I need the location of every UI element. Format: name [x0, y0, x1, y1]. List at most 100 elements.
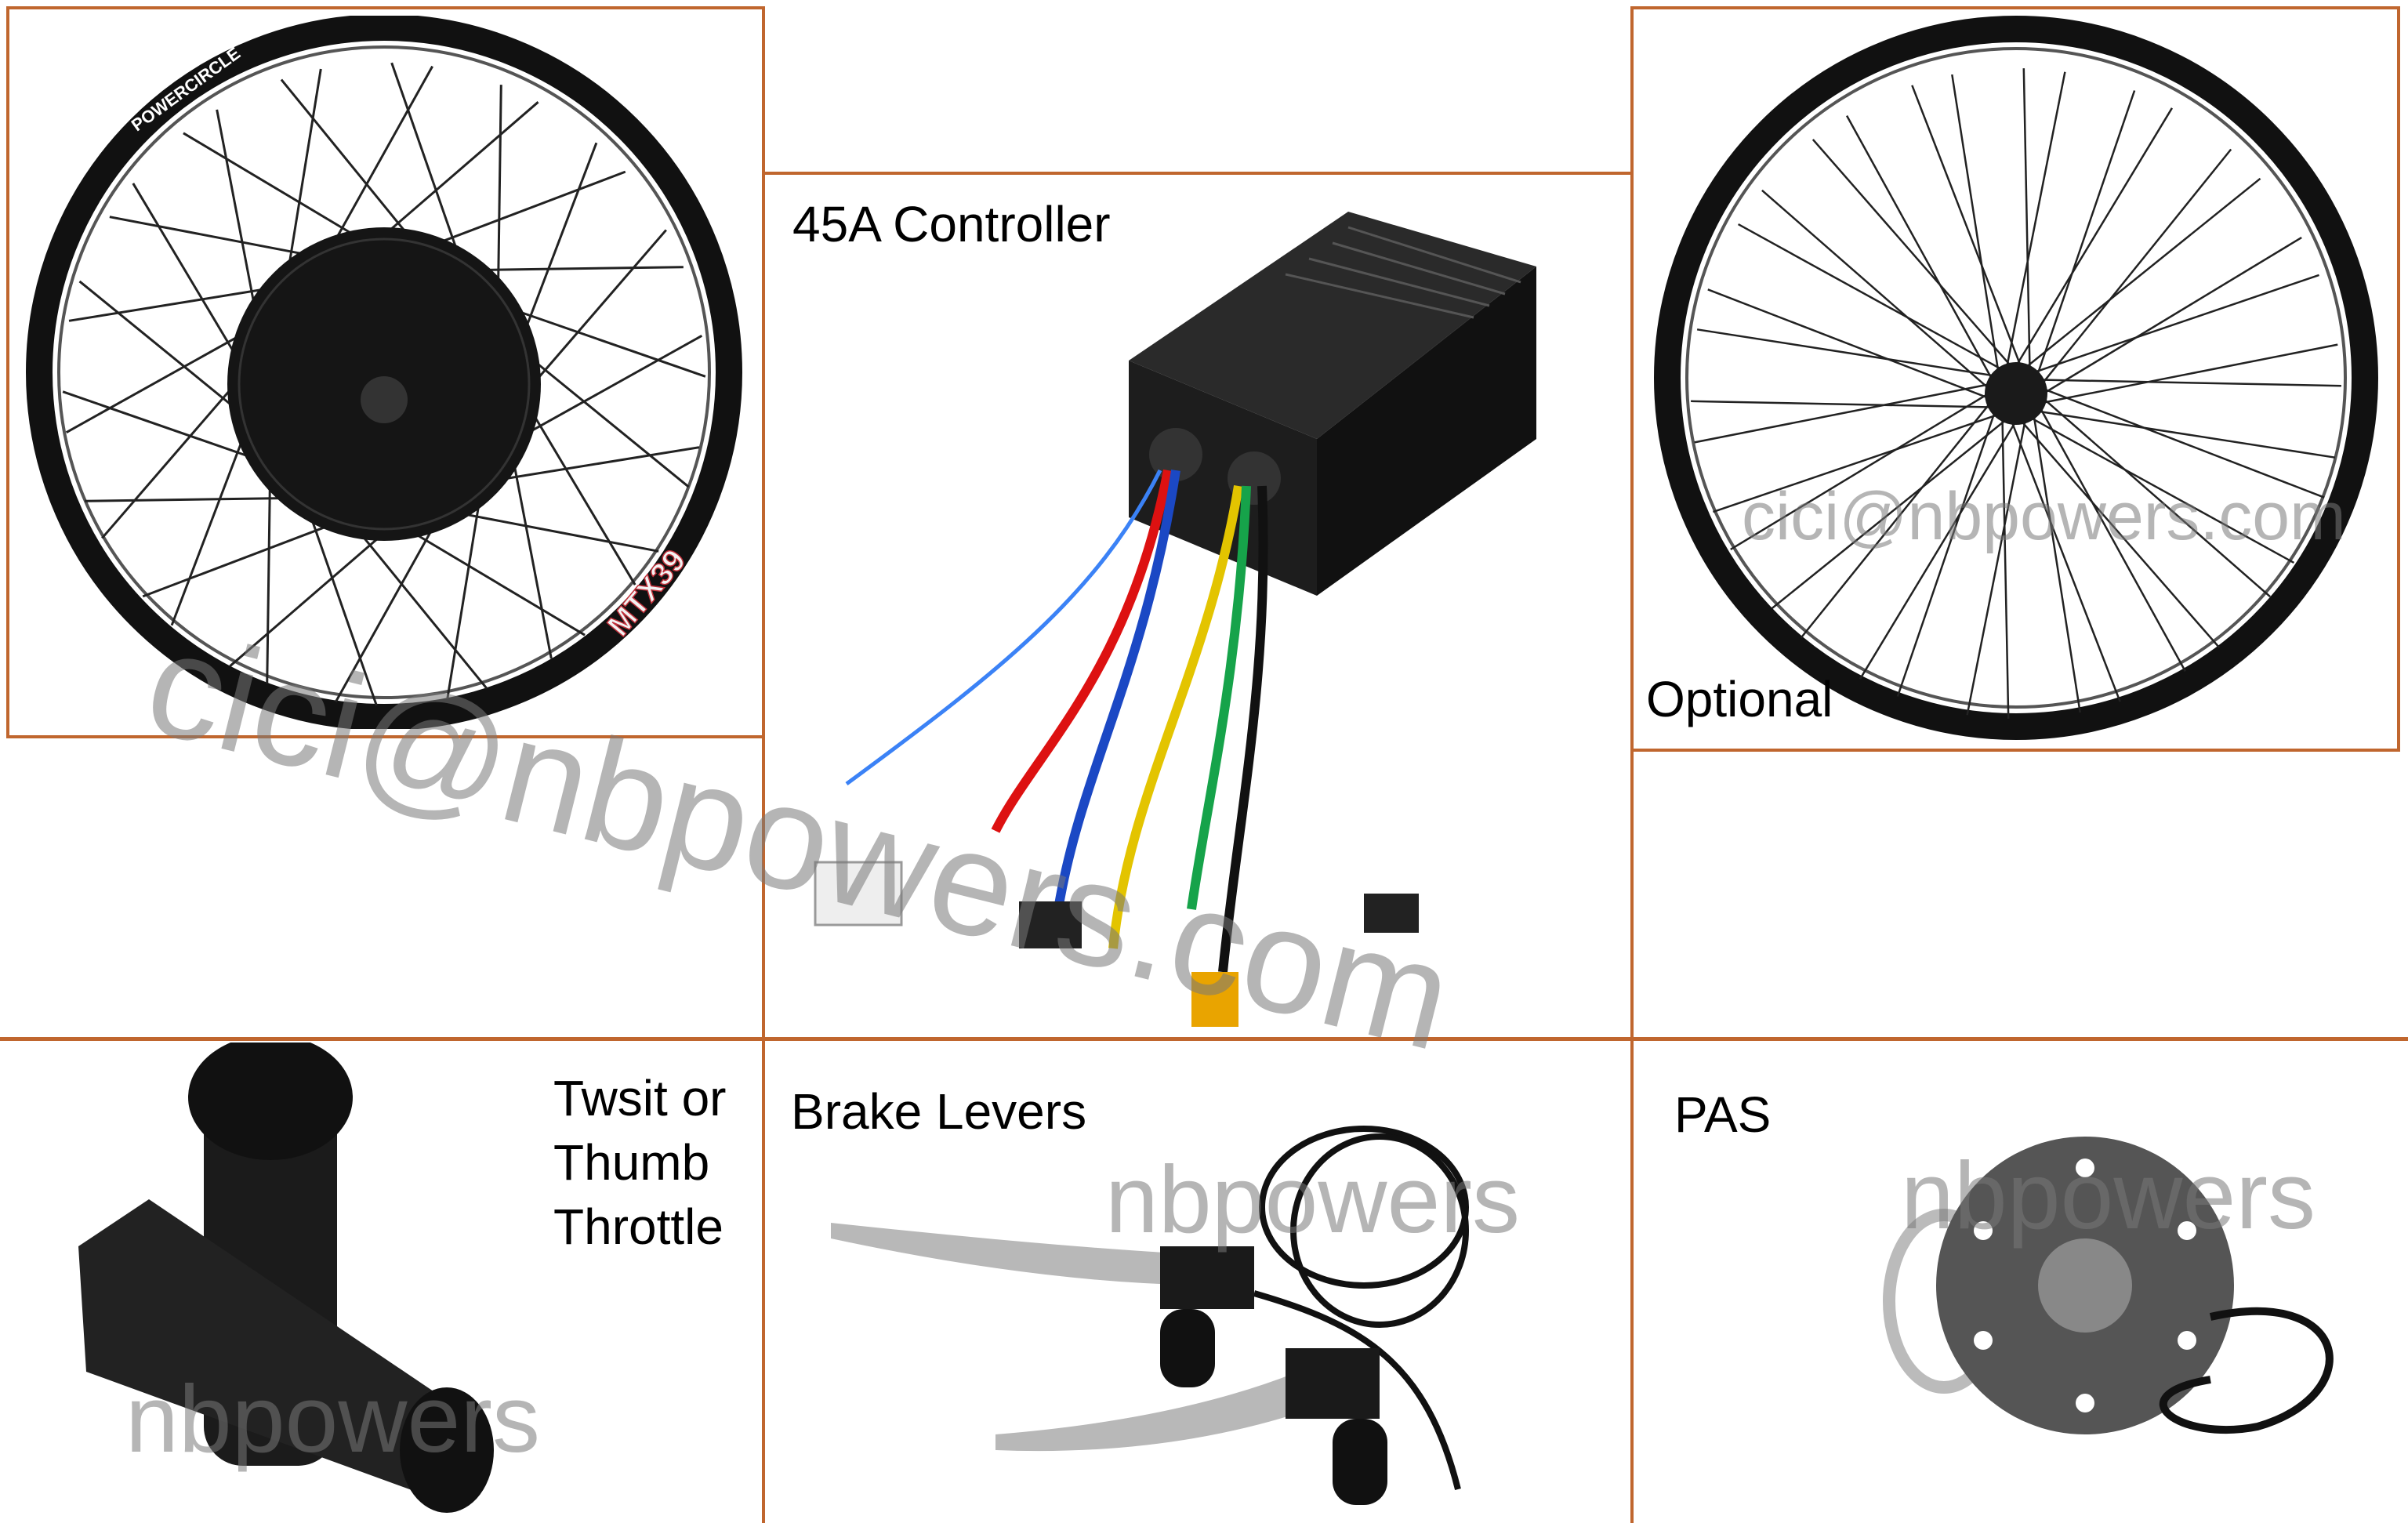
- watermark-brake: nbpowers: [1105, 1146, 1520, 1253]
- spoke: [68, 287, 270, 322]
- spoke: [2022, 68, 2031, 370]
- spoke: [1771, 418, 2007, 610]
- spoke: [65, 332, 245, 433]
- spoke: [1737, 223, 2004, 371]
- border-rear-wheel-bottom: [1630, 749, 2400, 752]
- border-front-wheel-bottom: [6, 735, 764, 738]
- spoke: [458, 512, 659, 553]
- spoke: [1694, 383, 1991, 444]
- border-front-wheel-top: [6, 6, 764, 9]
- spoke: [1811, 139, 2012, 368]
- watermark-pas: nbpowers: [1901, 1142, 2316, 1249]
- spoke: [280, 78, 412, 238]
- spoke: [390, 62, 460, 256]
- spoke: [409, 529, 586, 636]
- spoke: [1696, 328, 1996, 377]
- spoke: [266, 480, 271, 684]
- spoke: [2043, 236, 2302, 395]
- spoke: [2033, 414, 2081, 713]
- spoke: [229, 531, 385, 667]
- spoke: [513, 308, 706, 378]
- border-front-wheel-left: [6, 6, 9, 738]
- spoke: [2043, 387, 2325, 499]
- controller-label: 45A Controller: [792, 196, 1111, 252]
- optional-label: Optional: [1646, 671, 1833, 727]
- spoke: [523, 335, 703, 437]
- border-vertical-right: [1630, 6, 1634, 1523]
- spoke: [1691, 400, 1993, 408]
- border-horizontal: [0, 1037, 2408, 1041]
- hub-motor-wheel-image: MTX39 POWERCIRCLE: [26, 16, 742, 729]
- rim-brand-mtx39: MTX39: [601, 543, 693, 643]
- spoke: [434, 170, 626, 245]
- border-vertical-left: [762, 6, 765, 1523]
- spoke: [2039, 406, 2187, 673]
- spoke: [2010, 420, 2121, 702]
- border-rear-wheel-top: [1630, 6, 2400, 9]
- spoke: [446, 498, 481, 700]
- border-rear-wheel-right: [2397, 6, 2400, 751]
- spoke: [62, 390, 256, 460]
- spoke: [2036, 90, 2136, 376]
- spoke: [1707, 288, 1989, 400]
- spoke: [287, 68, 322, 270]
- pas-label: PAS: [1674, 1086, 1772, 1143]
- spoke: [101, 383, 237, 539]
- watermark-rear: cici@nbpowers.com: [1742, 479, 2346, 554]
- spoke: [1911, 85, 2022, 367]
- spoke: [2020, 419, 2221, 648]
- spoke: [2041, 343, 2338, 404]
- spoke: [512, 458, 553, 659]
- throttle-label-line: Thumb: [553, 1134, 710, 1191]
- pas-sensor-image: [1883, 1137, 2334, 1434]
- spoke: [142, 523, 334, 598]
- spoke: [1730, 392, 1989, 551]
- throttle-label-line: Twsit or: [553, 1070, 727, 1126]
- spoke: [1896, 411, 1996, 697]
- spoke: [498, 446, 700, 481]
- spoke: [497, 85, 502, 288]
- spoke: [1800, 402, 1992, 639]
- spoke: [132, 183, 239, 359]
- spoke: [1713, 413, 1999, 513]
- spoke: [2040, 148, 2232, 385]
- spoke: [2015, 107, 2174, 367]
- spoke: [480, 266, 684, 271]
- spoke: [335, 523, 437, 703]
- spoke: [85, 497, 288, 502]
- spoke: [170, 434, 245, 626]
- spoke: [2036, 410, 2336, 459]
- spoke: [529, 409, 636, 586]
- spoke: [2025, 177, 2261, 369]
- spoke: [2005, 71, 2066, 368]
- spoke: [1951, 74, 2000, 373]
- spoke: [1966, 419, 2027, 716]
- spoke: [216, 109, 256, 310]
- watermark-throttle: nbpowers: [125, 1365, 540, 1472]
- spoke: [531, 229, 667, 385]
- controller-image: [814, 212, 1536, 1027]
- spoke: [523, 142, 598, 334]
- throttle-label: Twsit or Thumb Throttle: [553, 1066, 726, 1259]
- spoke: [109, 216, 310, 256]
- rear-wheel-image: [1654, 16, 2378, 740]
- spoke: [78, 280, 238, 412]
- spoke: [2033, 274, 2319, 374]
- spoke: [383, 101, 539, 237]
- spoke: [530, 357, 690, 488]
- brake-levers-label: Brake Levers: [791, 1083, 1087, 1140]
- spoke: [357, 530, 488, 690]
- spoke: [2001, 417, 2010, 719]
- spoke: [2042, 397, 2271, 598]
- spoke: [1761, 189, 1990, 390]
- throttle-image: [78, 1043, 494, 1513]
- spoke: [2029, 416, 2295, 564]
- spoke: [183, 132, 359, 239]
- brake-levers-image: [831, 1126, 1469, 1505]
- spoke: [308, 513, 378, 706]
- throttle-label-line: Throttle: [553, 1198, 723, 1255]
- spoke: [2040, 379, 2341, 387]
- spoke: [1845, 114, 1993, 381]
- border-controller-top: [762, 172, 1632, 175]
- spoke: [1859, 420, 2018, 680]
